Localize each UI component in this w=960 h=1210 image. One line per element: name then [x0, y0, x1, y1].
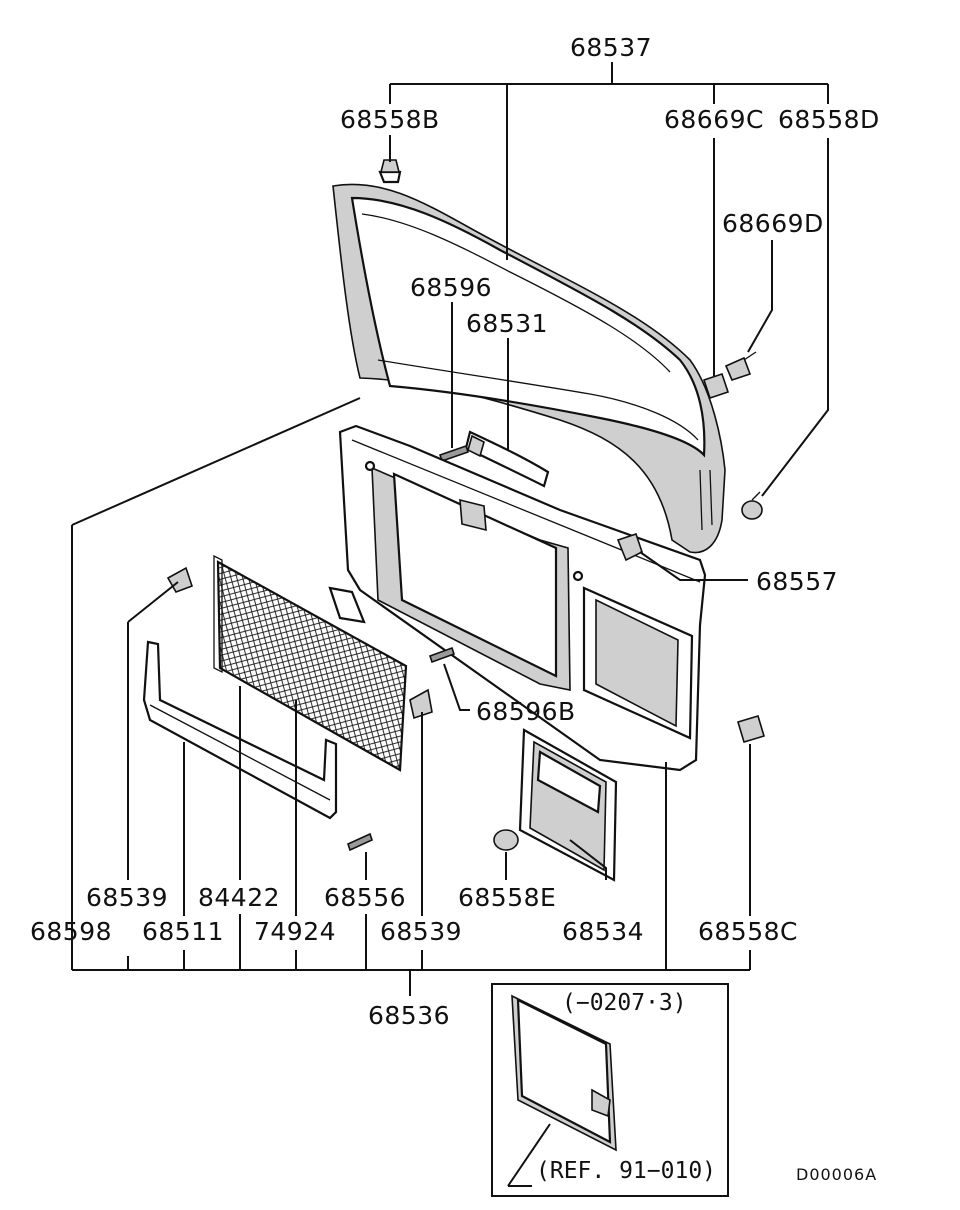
- inset-date-note: (−0207·3): [562, 990, 687, 1016]
- callout-68669d: 68669D: [722, 209, 824, 238]
- clip-68558e: [493, 829, 519, 851]
- callout-68539-left: 68539: [86, 883, 168, 912]
- screw-68596b: [428, 646, 456, 664]
- callout-68534: 68534: [562, 917, 644, 946]
- callout-68596b: 68596B: [476, 697, 576, 726]
- callout-68669c: 68669C: [664, 105, 764, 134]
- callout-68596: 68596: [410, 273, 492, 302]
- clip-68557: [616, 532, 643, 562]
- clip-68539-right: [409, 688, 433, 720]
- callout-68531: 68531: [466, 309, 548, 338]
- callout-68557: 68557: [756, 567, 838, 596]
- inset-ref-note: (REF. 91−010): [536, 1158, 716, 1184]
- clip-68558d: [741, 491, 763, 520]
- callout-68558d: 68558D: [778, 105, 880, 134]
- callout-68558e: 68558E: [458, 883, 556, 912]
- screw-68596: [438, 444, 470, 463]
- clip-68669d: [724, 351, 757, 381]
- callout-68539-right: 68539: [380, 917, 462, 946]
- callout-labels: 68537 68558B 68669C 68558D 68669D 68596 …: [30, 33, 880, 1184]
- clip-68558c: [737, 715, 765, 743]
- callout-68537: 68537: [570, 33, 652, 62]
- leader-lines: [71, 62, 829, 996]
- pocket-68534: [518, 728, 618, 882]
- pull-handle-68531: [464, 430, 550, 488]
- callout-74924: 74924: [254, 917, 336, 946]
- cargo-net: [213, 554, 408, 772]
- screw-68556: [347, 832, 373, 852]
- callout-68511: 68511: [142, 917, 224, 946]
- clip-68558b: [378, 159, 402, 184]
- small-cover: [328, 586, 366, 624]
- pad-68669c: [702, 372, 730, 400]
- lower-trim-frame: [338, 424, 707, 772]
- diagram-code: D00006A: [796, 1165, 877, 1184]
- upper-trim-panel: [332, 183, 726, 554]
- callout-84422: 84422: [198, 883, 280, 912]
- callout-68558b: 68558B: [340, 105, 440, 134]
- callout-68598: 68598: [30, 917, 112, 946]
- callout-68536: 68536: [368, 1001, 450, 1030]
- inset-box: [491, 983, 729, 1197]
- callout-68556: 68556: [324, 883, 406, 912]
- callout-68558c: 68558C: [698, 917, 798, 946]
